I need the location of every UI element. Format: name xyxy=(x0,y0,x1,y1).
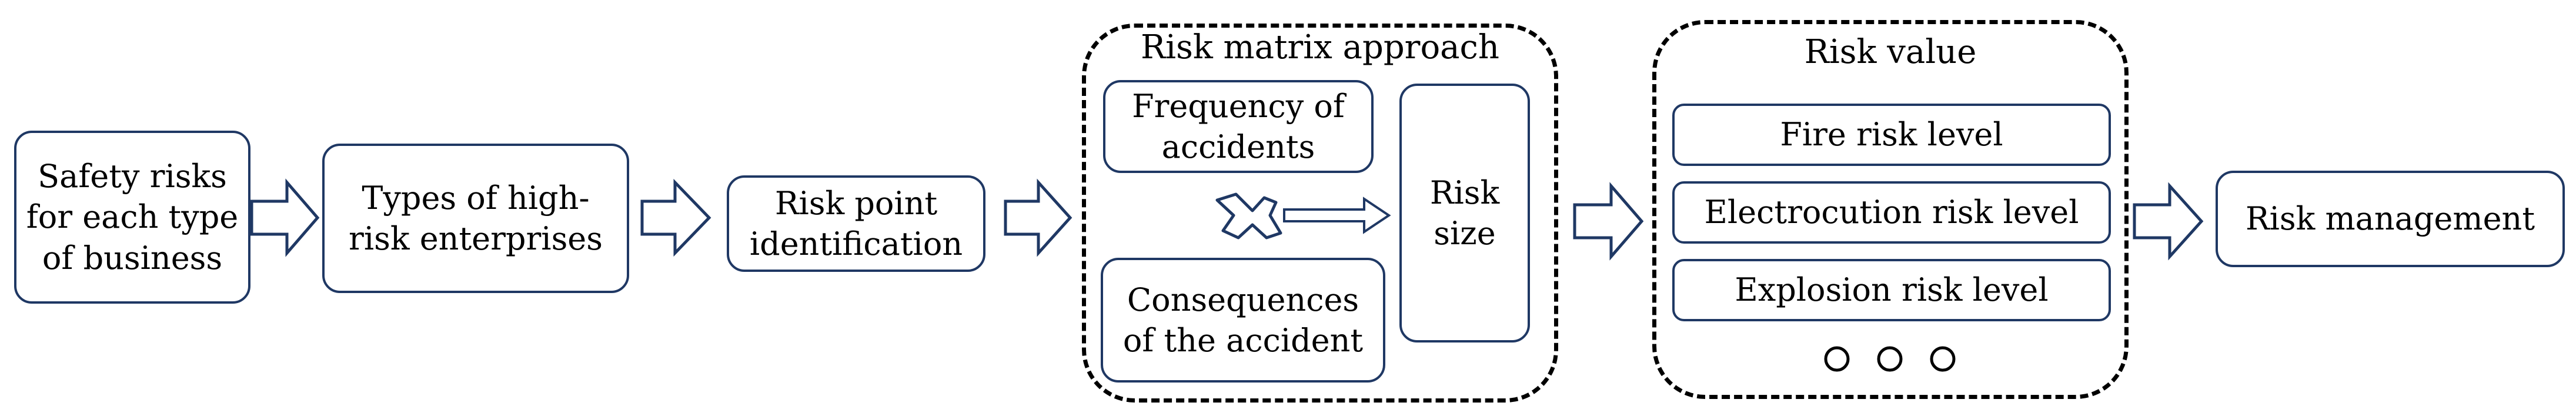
risk-point-box: Risk point identification xyxy=(727,175,985,272)
arrow-riskpoint-to-matrix xyxy=(1004,178,1073,257)
risk-value-group xyxy=(1652,20,2129,399)
safety-risks-label: Safety risks for each type of business xyxy=(26,158,239,277)
risk-size-box: Risk size xyxy=(1399,84,1530,342)
safety-risks-box: Safety risks for each type of business xyxy=(14,131,250,304)
ellipsis-circles-icon xyxy=(1824,346,1956,372)
arrow-value-to-management xyxy=(2133,182,2204,261)
risk-matrix-title: Risk matrix approach xyxy=(1141,28,1499,66)
risk-point-label: Risk point identification xyxy=(749,184,963,262)
fire-risk-box: Fire risk level xyxy=(1672,104,2111,166)
electrocution-risk-box: Electrocution risk level xyxy=(1672,181,2111,244)
explosion-risk-box: Explosion risk level xyxy=(1672,259,2111,321)
risk-management-label: Risk management xyxy=(2245,200,2535,238)
multiply-cross-icon xyxy=(1215,192,1282,240)
risk-management-box: Risk management xyxy=(2216,171,2565,267)
electrocution-risk-label: Electrocution risk level xyxy=(1704,194,2079,231)
arrow-safety-to-types xyxy=(250,178,320,257)
arrow-matrix-to-value xyxy=(1573,182,1644,261)
types-high-risk-box: Types of high-risk enterprises xyxy=(322,144,629,293)
risk-matrix-group xyxy=(1082,24,1558,403)
consequences-box: Consequences of the accident xyxy=(1101,258,1385,383)
frequency-label: Frequency of accidents xyxy=(1132,87,1345,165)
explosion-risk-label: Explosion risk level xyxy=(1735,271,2049,309)
arrow-to-risk-size xyxy=(1283,197,1391,234)
risk-size-label: Risk size xyxy=(1429,174,1500,252)
frequency-box: Frequency of accidents xyxy=(1103,80,1374,173)
arrow-types-to-riskpoint xyxy=(640,178,711,257)
fire-risk-label: Fire risk level xyxy=(1780,116,2003,154)
types-high-risk-label: Types of high-risk enterprises xyxy=(349,179,603,257)
risk-value-title: Risk value xyxy=(1804,33,1977,71)
consequences-label: Consequences of the accident xyxy=(1122,281,1364,359)
